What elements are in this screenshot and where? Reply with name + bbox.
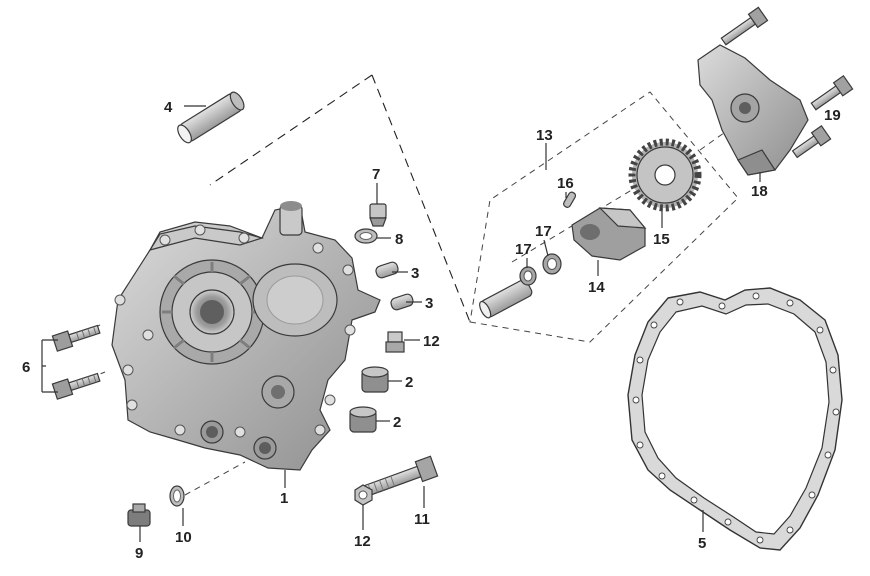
dowel-tube-part bbox=[177, 91, 245, 144]
small-pin-part bbox=[563, 191, 577, 208]
leader-lines bbox=[41, 105, 761, 542]
callout-5: 5 bbox=[698, 535, 706, 552]
governor-gear-part bbox=[628, 138, 702, 212]
callout-18: 18 bbox=[751, 183, 768, 200]
callout-17-right: 17 bbox=[535, 223, 552, 240]
bracket-bolt-top-part bbox=[720, 6, 769, 46]
callout-8: 8 bbox=[395, 231, 403, 248]
crankcase-cover-part bbox=[111, 201, 381, 471]
oil-seal-upper-part bbox=[361, 366, 389, 393]
mounting-bracket-part bbox=[697, 44, 809, 176]
retaining-ring-left-part bbox=[519, 266, 537, 286]
cover-bolt-lower-part bbox=[51, 372, 101, 400]
callout-9: 9 bbox=[135, 545, 143, 562]
callout-labels: 1 2 2 3 3 4 5 6 7 8 9 10 11 12 12 13 14 … bbox=[22, 99, 841, 562]
callout-6: 6 bbox=[22, 359, 30, 376]
dowel-pin-lower-part bbox=[390, 293, 414, 311]
retaining-ring-right-part bbox=[542, 253, 562, 275]
callout-7: 7 bbox=[372, 166, 380, 183]
drain-plug-part bbox=[127, 503, 151, 527]
callout-16: 16 bbox=[557, 175, 574, 192]
callout-2-upper: 2 bbox=[405, 374, 413, 391]
callout-19: 19 bbox=[824, 107, 841, 124]
callout-14: 14 bbox=[588, 279, 605, 296]
callout-11: 11 bbox=[414, 511, 430, 528]
callout-1: 1 bbox=[280, 490, 288, 507]
plug-upper-part bbox=[385, 331, 405, 353]
dowel-pin-upper-part bbox=[375, 261, 399, 279]
cover-bolt-upper-part bbox=[51, 324, 101, 352]
governor-shaft-part bbox=[479, 279, 533, 319]
callout-12-upper: 12 bbox=[423, 333, 440, 350]
bracket-bolt-upper-part bbox=[810, 74, 854, 111]
callout-13: 13 bbox=[536, 127, 553, 144]
drain-washer-part bbox=[169, 485, 185, 507]
cover-gasket-part bbox=[627, 287, 843, 551]
callout-4: 4 bbox=[164, 99, 173, 116]
callout-12-lower: 12 bbox=[354, 533, 371, 550]
callout-17-left: 17 bbox=[515, 241, 532, 258]
hex-nut-part bbox=[354, 484, 373, 506]
bracket-bolt-lower-part bbox=[791, 124, 832, 159]
sealing-washer-part bbox=[354, 228, 378, 244]
governor-cup-part bbox=[571, 207, 647, 261]
callout-3-lower: 3 bbox=[425, 295, 433, 312]
callout-10: 10 bbox=[175, 529, 192, 546]
breather-plug-part bbox=[369, 203, 387, 227]
callout-15: 15 bbox=[653, 231, 670, 248]
callout-2-lower: 2 bbox=[393, 414, 401, 431]
callout-3-upper: 3 bbox=[411, 265, 419, 282]
oil-seal-lower-part bbox=[349, 406, 377, 433]
